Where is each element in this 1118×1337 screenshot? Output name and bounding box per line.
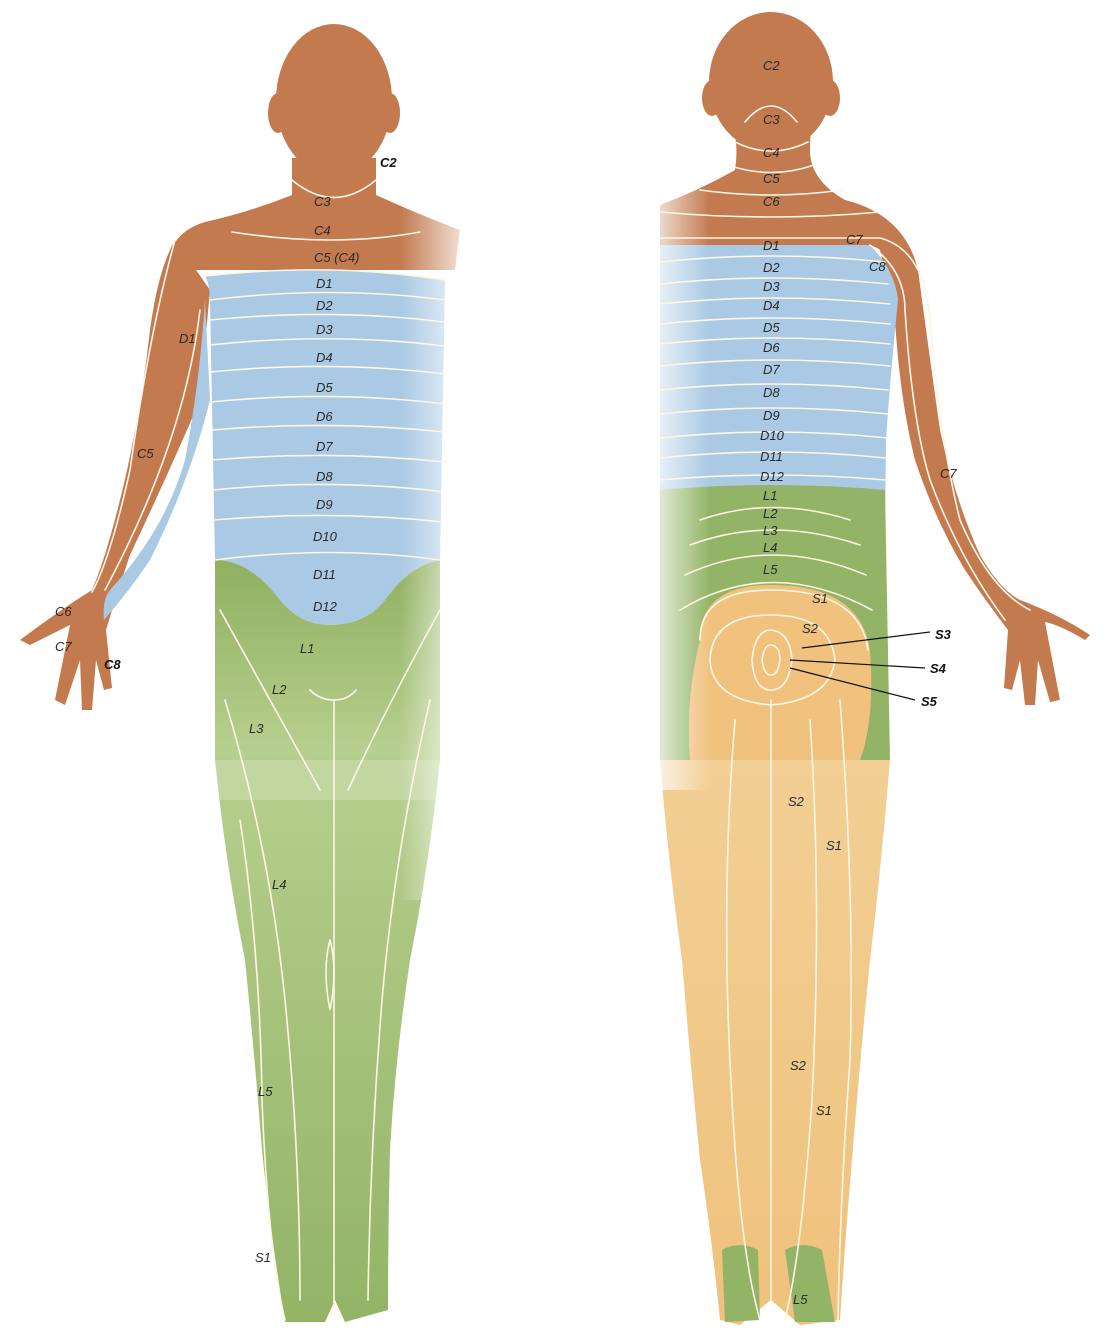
- front-label-d3: D3: [316, 322, 333, 337]
- front-figure: C2 C3 C4 C5 (C4) C5 D1 C6 C7 C8 D1 D2 D3…: [20, 24, 480, 1322]
- front-label-c5-arm: C5: [137, 446, 154, 461]
- back-label-d3: D3: [763, 279, 780, 294]
- back-label-d4: D4: [763, 298, 780, 313]
- front-label-d12: D12: [313, 599, 338, 614]
- back-label-s3: S3: [935, 627, 952, 642]
- front-label-d10: D10: [313, 529, 338, 544]
- back-label-c7: C7: [846, 232, 863, 247]
- back-label-d10: D10: [760, 428, 785, 443]
- front-label-l3: L3: [249, 721, 264, 736]
- back-label-d6: D6: [763, 340, 780, 355]
- front-label-d2: D2: [316, 298, 333, 313]
- front-label-d11: D11: [313, 567, 336, 582]
- back-label-c2: C2: [763, 58, 780, 73]
- front-label-c2: C2: [380, 155, 397, 170]
- back-figure: C2 C3 C4 C5 C6 C7 C8 C7 D1 D2 D3 D4 D5 D…: [640, 12, 1090, 1325]
- front-label-l4: L4: [272, 877, 286, 892]
- back-label-d1: D1: [763, 238, 780, 253]
- front-label-d9: D9: [316, 497, 333, 512]
- front-neck: [292, 158, 376, 200]
- back-label-l2: L2: [763, 506, 778, 521]
- front-label-d6: D6: [316, 409, 333, 424]
- back-label-l3: L3: [763, 523, 778, 538]
- back-label-d9: D9: [763, 408, 780, 423]
- back-label-s2-thigh: S2: [788, 794, 805, 809]
- front-label-l5: L5: [258, 1084, 273, 1099]
- front-label-c4: C4: [314, 223, 331, 238]
- back-label-c5: C5: [763, 171, 780, 186]
- back-label-s2: S2: [802, 621, 819, 636]
- back-label-s4: S4: [930, 661, 947, 676]
- back-label-s1: S1: [812, 591, 828, 606]
- front-label-c8: C8: [104, 657, 121, 672]
- back-label-s1-thigh: S1: [826, 838, 842, 853]
- front-label-c5: C5 (C4): [314, 250, 360, 265]
- front-label-d5: D5: [316, 380, 333, 395]
- back-label-c8: C8: [869, 259, 886, 274]
- back-label-d12: D12: [760, 469, 785, 484]
- front-label-c3: C3: [314, 194, 331, 209]
- front-label-l1: L1: [300, 641, 314, 656]
- back-label-d2: D2: [763, 260, 780, 275]
- back-label-c4: C4: [763, 145, 780, 160]
- front-label-d8: D8: [316, 469, 333, 484]
- back-label-d5: D5: [763, 320, 780, 335]
- front-label-s1: S1: [255, 1250, 271, 1265]
- back-label-s1-calf: S1: [816, 1103, 832, 1118]
- front-label-d7: D7: [316, 439, 333, 454]
- front-label-d4: D4: [316, 350, 333, 365]
- front-label-c6: C6: [55, 604, 72, 619]
- front-label-d1-arm: D1: [179, 331, 196, 346]
- back-label-d11: D11: [760, 449, 783, 464]
- front-label-c7: C7: [55, 639, 72, 654]
- back-label-c6: C6: [763, 194, 780, 209]
- back-label-d7: D7: [763, 362, 780, 377]
- back-label-s5: S5: [921, 694, 938, 709]
- back-label-l5: L5: [763, 562, 778, 577]
- back-label-c7-arm: C7: [940, 466, 957, 481]
- back-label-l4: L4: [763, 540, 777, 555]
- front-head: [276, 24, 392, 176]
- front-label-d1: D1: [316, 276, 333, 291]
- front-label-l2: L2: [272, 682, 287, 697]
- back-label-l5-foot: L5: [793, 1292, 808, 1307]
- back-legs: [660, 760, 890, 1325]
- back-sacral: [689, 585, 872, 760]
- back-label-s2-calf: S2: [790, 1058, 807, 1073]
- back-label-l1: L1: [763, 488, 777, 503]
- back-label-d8: D8: [763, 385, 780, 400]
- back-label-c3: C3: [763, 112, 780, 127]
